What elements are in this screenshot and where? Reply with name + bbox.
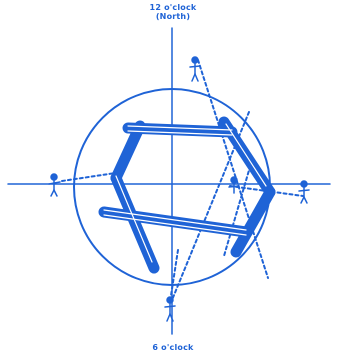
figure-south-icon: [165, 297, 175, 321]
hex-bar-upper-left: [116, 126, 140, 178]
hex-bar-bottom: [104, 212, 246, 232]
figure-east-icon: [299, 181, 309, 203]
figure-west-icon: [49, 174, 60, 196]
hexagon-structure: [104, 122, 270, 268]
figure-center-right-icon: [229, 177, 239, 193]
figure-north-icon: [190, 57, 200, 81]
dotted-line-south: [170, 250, 178, 302]
